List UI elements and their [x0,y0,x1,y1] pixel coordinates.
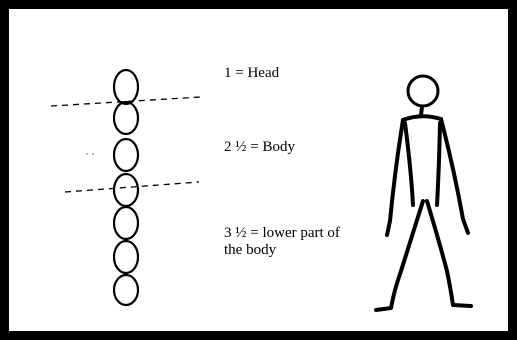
head-unit-oval-3 [112,137,140,173]
head-unit-oval-4 [112,172,140,208]
stick-figure-neck [419,105,424,117]
stick-figure [374,74,473,312]
stray-marks [86,153,94,155]
head-body-division-line [50,96,202,107]
head-unit-oval-7 [112,273,140,307]
stick-figure-right-arm [439,117,470,235]
head-unit-oval-6 [112,239,140,275]
head-unit-stack [112,68,140,307]
stick-figure-right-leg [425,199,473,308]
stick-figure-torso-right [435,121,442,207]
stick-figure-head [406,74,440,108]
stick-figure-torso-left [403,121,415,207]
stick-figure-left-arm [385,118,405,237]
body-proportions-diagram [50,68,473,312]
stick-figure-shoulders [401,114,443,122]
head-unit-oval-2 [112,100,140,136]
head-unit-oval-5 [112,205,140,241]
lower-body-proportion-label: 3 ½ = lower part of the body [224,225,340,258]
stick-figure-left-leg [374,199,425,312]
body-proportion-label: 2 ½ = Body [224,139,295,155]
head-proportion-label: 1 = Head [224,65,280,81]
body-lower-division-line [64,181,200,193]
head-unit-oval-1 [112,68,140,106]
